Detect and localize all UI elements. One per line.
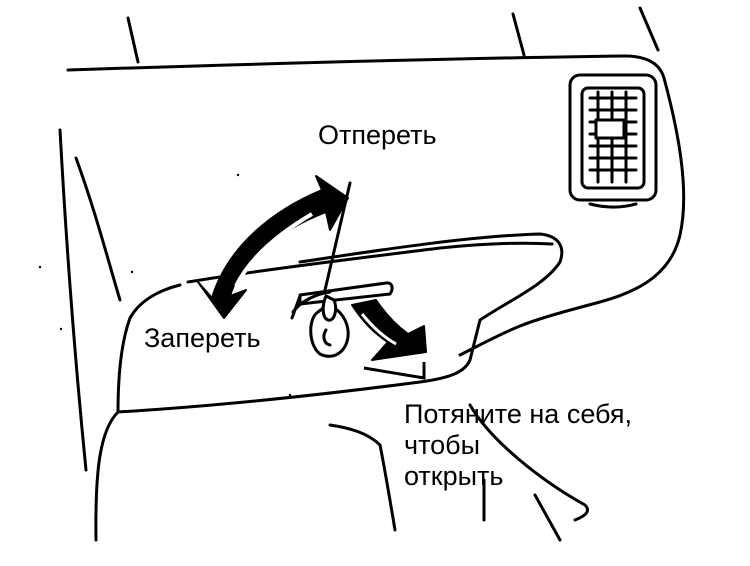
pull-to-open-line-2: чтобы: [404, 430, 481, 460]
lock-label: Запереть: [144, 323, 261, 353]
glove-box-lip: [186, 241, 554, 284]
latch-handle: [290, 281, 394, 320]
windshield-edge-far-right: [638, 6, 660, 52]
lock-unlock-arrow: [197, 175, 349, 319]
pull-open-arrow: [351, 299, 427, 380]
dashboard-base-left: [328, 423, 382, 447]
unlock-label: Отпереть: [318, 120, 437, 150]
left-door-edge-outer: [58, 128, 88, 472]
dashboard-top-line: [66, 54, 666, 80]
glove-box-panel: [116, 232, 564, 414]
floor-edge: [94, 410, 120, 542]
windshield-edge-right: [511, 12, 526, 57]
air-vent: [568, 73, 658, 209]
door-pillar-lower: [533, 493, 562, 542]
door-pillar-curve: [468, 403, 589, 522]
dashboard-right-contour: [458, 76, 686, 357]
pull-to-open-line-1: Потяните на себя,: [404, 399, 633, 429]
pull-to-open-line-3: открыть: [404, 461, 504, 491]
windshield-edge-left: [126, 16, 140, 64]
left-door-edge-inner: [74, 156, 122, 302]
pull-to-open-label: Потяните на себя, чтобы открыть: [404, 399, 632, 492]
key-cylinder: [309, 294, 350, 358]
dashboard-base-pillar: [378, 443, 397, 532]
